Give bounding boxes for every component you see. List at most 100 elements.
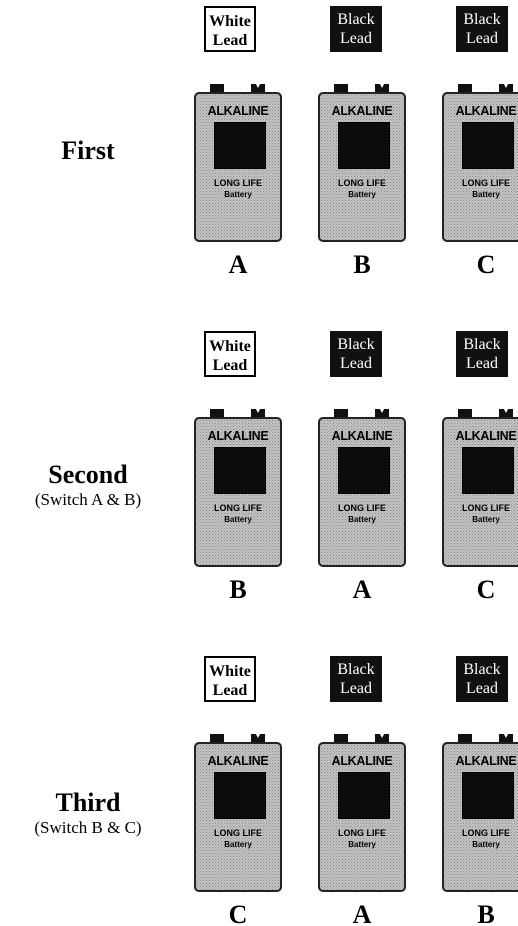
battery-brand: ALKALINE	[331, 429, 393, 443]
battery-window	[462, 122, 514, 169]
battery-label: B	[353, 250, 371, 279]
battery-body: ALKALINE LONG LIFE Battery	[194, 417, 282, 567]
battery-long-life: LONG LIFE	[338, 178, 386, 188]
positive-terminal-icon	[458, 84, 472, 93]
negative-terminal-icon	[499, 84, 513, 93]
battery-brand: ALKALINE	[207, 429, 269, 443]
battery-brand: ALKALINE	[455, 429, 517, 443]
positive-terminal-icon	[210, 84, 224, 93]
row-note: (Switch A & B)	[34, 490, 142, 509]
battery-word: Battery	[472, 840, 500, 849]
tag-line: Lead	[212, 32, 248, 49]
battery-label: A	[352, 900, 372, 926]
battery-body: ALKALINE LONG LIFE Battery	[442, 92, 518, 242]
battery-long-life: LONG LIFE	[214, 178, 262, 188]
tag-line: Black	[337, 661, 375, 678]
battery-long-life: LONG LIFE	[214, 828, 262, 838]
tag-line: Lead	[340, 30, 372, 47]
battery-word: Battery	[224, 190, 252, 199]
battery-brand: ALKALINE	[207, 104, 269, 118]
battery-brand: ALKALINE	[207, 754, 269, 768]
battery-long-life: LONG LIFE	[462, 178, 510, 188]
row-title-third: Third (Switch B & C)	[0, 788, 176, 838]
negative-terminal-icon	[499, 734, 513, 743]
black-lead-tag: Black Lead	[330, 6, 382, 52]
tag-line: Black	[337, 336, 375, 353]
battery-body: ALKALINE LONG LIFE Battery	[194, 92, 282, 242]
battery-word: Battery	[472, 515, 500, 524]
negative-terminal-icon	[251, 409, 265, 418]
row-name: Second	[48, 460, 128, 489]
row-title-first: First	[0, 136, 176, 166]
tag-line: White	[209, 663, 251, 680]
battery-window	[462, 772, 514, 819]
battery-brand: ALKALINE	[331, 104, 393, 118]
positive-terminal-icon	[210, 409, 224, 418]
positive-terminal-icon	[334, 734, 348, 743]
battery-body: ALKALINE LONG LIFE Battery	[194, 742, 282, 892]
battery-window	[214, 772, 266, 819]
tag-line: Lead	[466, 30, 498, 47]
battery-long-life: LONG LIFE	[214, 503, 262, 513]
tag-line: Lead	[212, 357, 248, 374]
white-lead-tag: White Lead	[204, 6, 256, 52]
black-lead-tag: Black Lead	[330, 656, 382, 702]
battery-label: C	[476, 575, 496, 604]
positive-terminal-icon	[334, 84, 348, 93]
positive-terminal-icon	[458, 409, 472, 418]
battery-window	[214, 447, 266, 494]
battery-window	[338, 122, 390, 169]
negative-terminal-icon	[375, 734, 389, 743]
negative-terminal-icon	[375, 409, 389, 418]
black-lead-tag: Black Lead	[330, 331, 382, 377]
tag-line: Lead	[212, 682, 248, 699]
row-title-second: Second (Switch A & B)	[0, 460, 176, 510]
white-lead-tag: White Lead	[204, 331, 256, 377]
battery-label: A	[352, 575, 372, 604]
negative-terminal-icon	[375, 84, 389, 93]
tag-line: Black	[463, 661, 501, 678]
battery-long-life: LONG LIFE	[338, 828, 386, 838]
battery-long-life: LONG LIFE	[462, 503, 510, 513]
battery-window	[214, 122, 266, 169]
tag-line: Black	[463, 11, 501, 28]
positive-terminal-icon	[458, 734, 472, 743]
battery-label: B	[229, 575, 247, 604]
battery-window	[462, 447, 514, 494]
black-lead-tag: Black Lead	[456, 331, 508, 377]
battery-word: Battery	[224, 515, 252, 524]
tag-line: Lead	[340, 680, 372, 697]
tag-line: White	[209, 13, 251, 30]
battery-word: Battery	[224, 840, 252, 849]
tag-line: Lead	[340, 355, 372, 372]
battery-body: ALKALINE LONG LIFE Battery	[442, 417, 518, 567]
black-lead-tag: Black Lead	[456, 6, 508, 52]
battery-label: A	[228, 250, 248, 279]
tag-line: Black	[337, 11, 375, 28]
battery-word: Battery	[348, 190, 376, 199]
tag-line: Lead	[466, 355, 498, 372]
battery-long-life: LONG LIFE	[462, 828, 510, 838]
battery-long-life: LONG LIFE	[338, 503, 386, 513]
positive-terminal-icon	[334, 409, 348, 418]
battery-brand: ALKALINE	[455, 104, 517, 118]
row-name: First	[61, 136, 115, 165]
tag-line: Lead	[466, 680, 498, 697]
battery-label: C	[228, 900, 248, 926]
battery-body: ALKALINE LONG LIFE Battery	[442, 742, 518, 892]
battery-label: C	[476, 250, 496, 279]
row-note: (Switch B & C)	[34, 818, 142, 837]
battery-brand: ALKALINE	[331, 754, 393, 768]
white-lead-tag: White Lead	[204, 656, 256, 702]
battery-window	[338, 772, 390, 819]
battery-window	[338, 447, 390, 494]
battery-body: ALKALINE LONG LIFE Battery	[318, 92, 406, 242]
battery-word: Battery	[348, 840, 376, 849]
negative-terminal-icon	[499, 409, 513, 418]
negative-terminal-icon	[251, 734, 265, 743]
battery-body: ALKALINE LONG LIFE Battery	[318, 417, 406, 567]
black-lead-tag: Black Lead	[456, 656, 508, 702]
battery-brand: ALKALINE	[455, 754, 517, 768]
battery-label: B	[477, 900, 495, 926]
